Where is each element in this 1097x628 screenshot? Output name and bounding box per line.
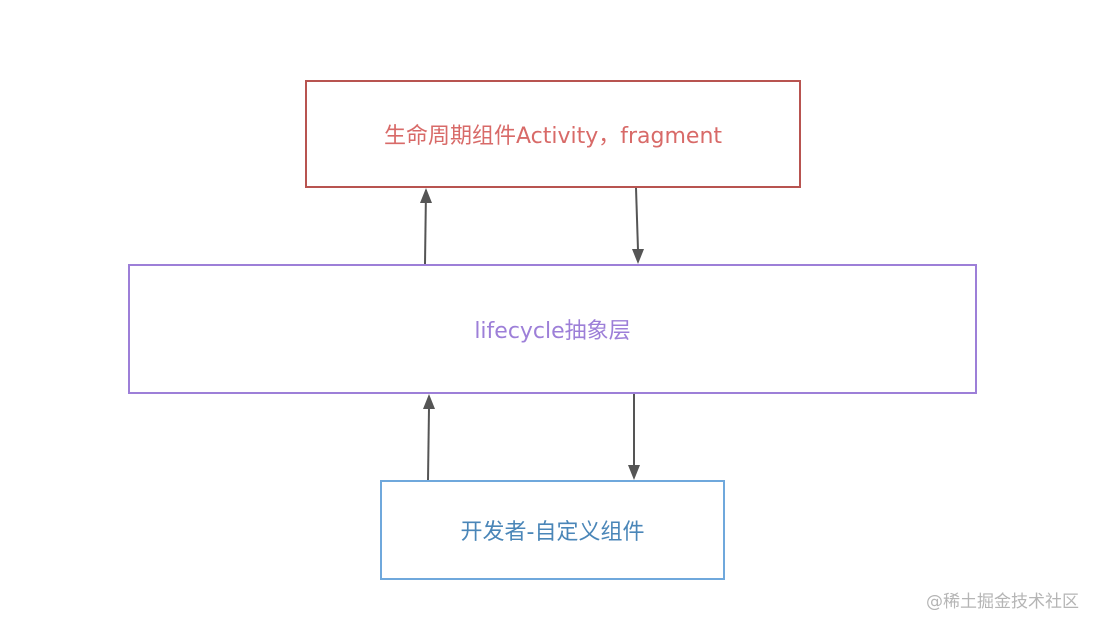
lifecycle-component-box: 生命周期组件Activity，fragment (305, 80, 801, 188)
lifecycle-abstraction-box: lifecycle抽象层 (128, 264, 977, 394)
arrow-top-to-middle (635, 187, 639, 251)
lifecycle-component-label: 生命周期组件Activity，fragment (383, 124, 723, 149)
arrowhead-middle-to-bottom (628, 465, 640, 480)
arrow-bottom-to-middle (427, 407, 430, 481)
developer-custom-component-box: 开发者-自定义组件 (380, 480, 725, 580)
arrowhead-bottom-to-middle (423, 394, 435, 409)
arrowhead-middle-to-top (420, 188, 432, 203)
lifecycle-abstraction-label: lifecycle抽象层 (474, 319, 631, 344)
watermark: @稀土掘金技术社区 (926, 592, 1079, 612)
arrowhead-top-to-middle (632, 249, 644, 264)
developer-custom-component-label: 开发者-自定义组件 (460, 520, 645, 545)
